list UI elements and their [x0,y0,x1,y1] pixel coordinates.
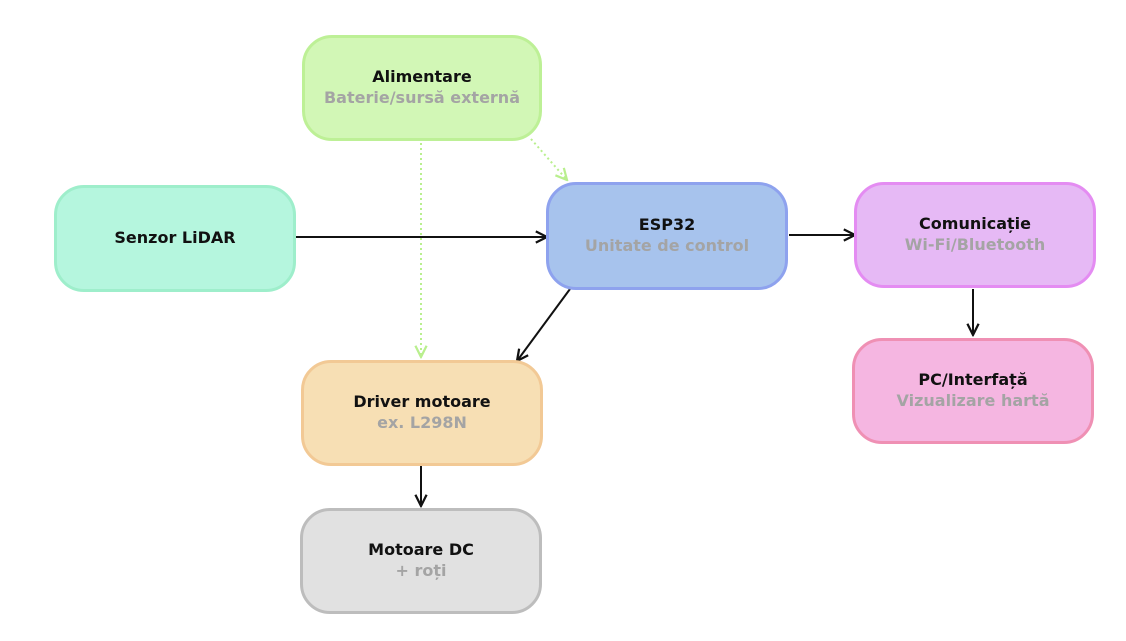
node-senzor-lidar-title: Senzor LiDAR [114,228,236,248]
node-comunicatie: Comunicație Wi-Fi/Bluetooth [854,182,1096,288]
node-driver-motoare-title: Driver motoare [353,392,491,412]
node-esp32: ESP32 Unitate de control [546,182,788,290]
node-esp32-title: ESP32 [638,215,696,235]
node-driver-motoare: Driver motoare ex. L298N [301,360,543,466]
node-motoare-dc: Motoare DC + roți [300,508,542,614]
node-esp32-subtitle: Unitate de control [584,236,750,255]
node-comunicatie-title: Comunicație [919,214,1031,234]
node-driver-motoare-subtitle: ex. L298N [377,413,467,432]
node-alimentare-subtitle: Baterie/sursă externă [323,88,520,107]
node-pc-interfata: PC/Interfață Vizualizare hartă [852,338,1094,444]
edge-alimentare-esp32 [530,138,567,180]
node-senzor-lidar: Senzor LiDAR [54,185,296,292]
node-comunicatie-subtitle: Wi-Fi/Bluetooth [904,235,1046,254]
node-alimentare: Alimentare Baterie/sursă externă [302,35,542,141]
edge-esp32-driver [517,288,571,361]
node-alimentare-title: Alimentare [372,67,472,87]
node-motoare-dc-subtitle: + roți [395,561,447,580]
node-pc-interfata-title: PC/Interfață [918,370,1028,390]
node-pc-interfata-subtitle: Vizualizare hartă [896,391,1050,410]
node-motoare-dc-title: Motoare DC [368,540,474,560]
